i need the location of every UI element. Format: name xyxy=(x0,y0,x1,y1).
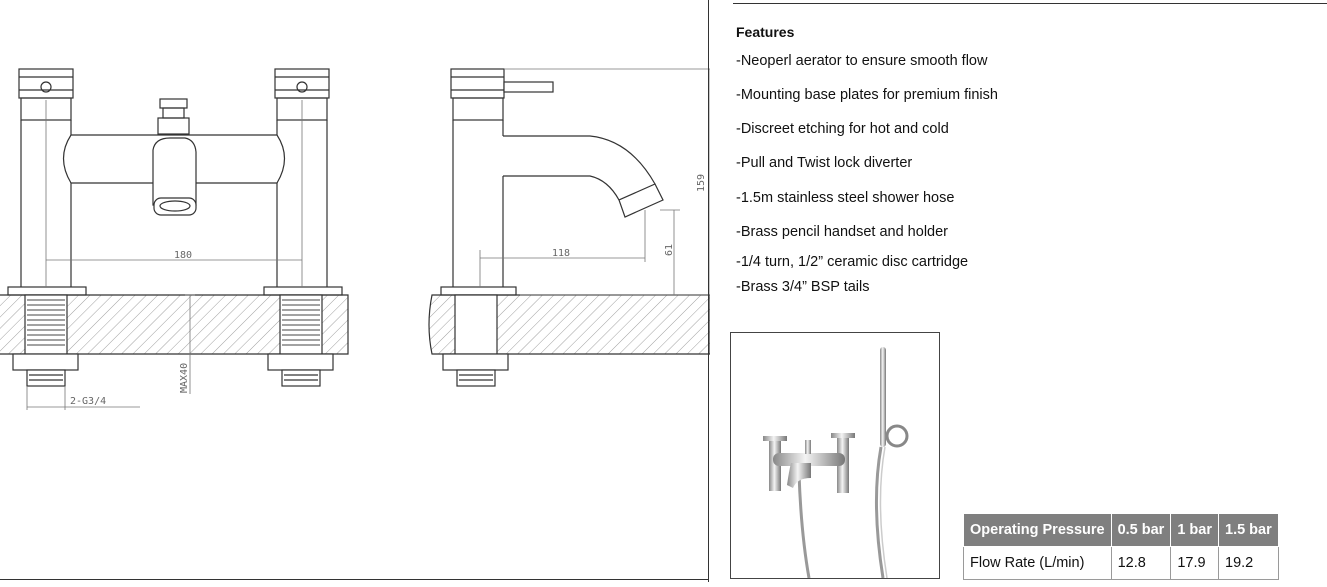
table-row: Flow Rate (L/min) 12.8 17.9 19.2 xyxy=(963,546,1279,580)
front-dimensions xyxy=(26,100,303,410)
feature-item: -Discreet etching for hot and cold xyxy=(736,121,949,137)
dim-height-label: 159 xyxy=(696,174,707,192)
divider-bottom xyxy=(0,579,708,580)
dim-max-thickness-label: MAX40 xyxy=(179,363,190,393)
feature-item: -Brass 3/4” BSP tails xyxy=(736,279,870,295)
product-photo xyxy=(730,332,940,579)
divider-vertical xyxy=(708,0,709,582)
flow-value: 19.2 xyxy=(1218,546,1279,580)
header-1-bar: 1 bar xyxy=(1170,513,1219,547)
thread-lines xyxy=(27,299,320,346)
side-view xyxy=(440,68,664,296)
table-header-row: Operating Pressure 0.5 bar 1 bar 1.5 bar xyxy=(963,513,1279,547)
dim-spacing-label: 180 xyxy=(174,250,192,261)
feature-item: -Pull and Twist lock diverter xyxy=(736,155,913,171)
technical-drawing: 180 2-G3/4 MAX40 118 159 61 xyxy=(0,68,710,410)
feature-item: -Neoperl aerator to ensure smooth flow xyxy=(736,53,988,69)
header-0-5-bar: 0.5 bar xyxy=(1110,513,1172,547)
divider-top xyxy=(733,3,1327,4)
row-label: Flow Rate (L/min) xyxy=(963,546,1112,580)
feature-item: -Mounting base plates for premium finish xyxy=(736,87,998,103)
features-heading: Features xyxy=(736,24,795,40)
nuts-side xyxy=(442,353,509,387)
header-operating-pressure: Operating Pressure xyxy=(963,513,1112,547)
nuts-front xyxy=(12,353,334,387)
bath-mixer-image xyxy=(763,347,909,579)
feature-item: -1/4 turn, 1/2” ceramic disc cartridge xyxy=(736,254,969,270)
flow-value: 17.9 xyxy=(1170,546,1219,580)
flow-value: 12.8 xyxy=(1110,546,1172,580)
feature-item: -1.5m stainless steel shower hose xyxy=(736,190,955,206)
dim-reach-label: 118 xyxy=(552,248,570,259)
dim-spout-height-label: 61 xyxy=(664,244,675,256)
side-dimensions xyxy=(479,68,710,296)
dim-thread-label: 2-G3/4 xyxy=(70,396,106,407)
feature-item: -Brass pencil handset and holder xyxy=(736,224,948,240)
flow-rate-table: Operating Pressure 0.5 bar 1 bar 1.5 bar… xyxy=(963,513,1279,580)
header-1-5-bar: 1.5 bar xyxy=(1218,513,1279,547)
front-view xyxy=(7,68,343,296)
deck-section-side xyxy=(428,294,710,355)
